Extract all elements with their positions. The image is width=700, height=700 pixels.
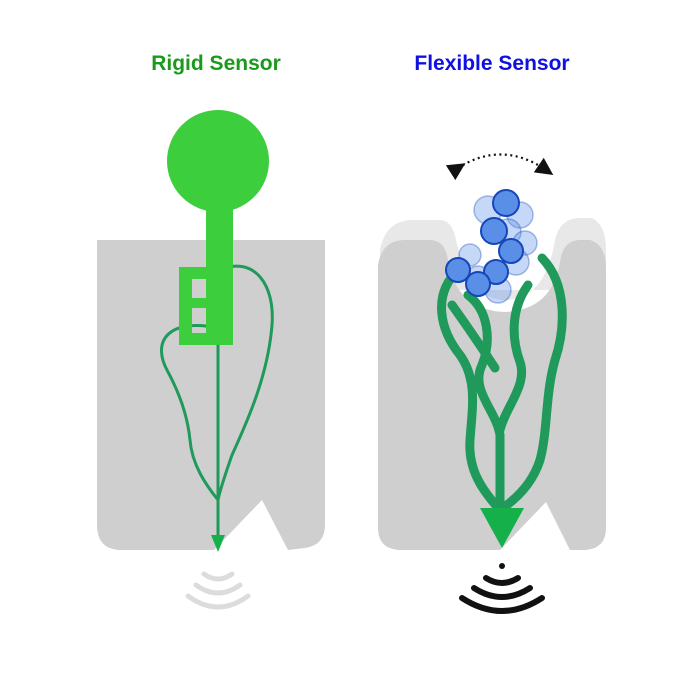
rigid-pathway-left <box>160 324 220 501</box>
rigid-sensor-title: Rigid Sensor <box>151 52 281 75</box>
flexible-pathway <box>437 253 567 517</box>
flexible-receptor-block <box>378 240 606 550</box>
double-arrow-icon <box>445 153 554 181</box>
flexible-arrow-head <box>480 508 524 548</box>
flexible-sensor-title: Flexible Sensor <box>414 52 570 75</box>
rigid-sensor-head <box>167 110 269 212</box>
ligand-bead <box>483 259 509 285</box>
rigid-pathway-right <box>216 264 274 501</box>
rigid-sensor-tooth-bottom <box>179 333 214 345</box>
flexible-panel <box>378 153 606 614</box>
rigid-sensor-tooth-mid <box>179 267 192 345</box>
rigid-receptor-block <box>97 240 325 550</box>
ligand-cluster <box>445 189 524 297</box>
rigid-sensor-key <box>167 110 269 345</box>
wifi-signal-weak-icon <box>185 571 251 610</box>
ligand-bead <box>480 217 508 245</box>
rigid-arrow-head <box>211 535 225 552</box>
wifi-signal-strong-icon <box>459 563 545 614</box>
rigid-panel <box>97 110 325 610</box>
ligand-bead <box>492 189 520 217</box>
ligand-bead <box>445 257 471 283</box>
ligand-bead <box>498 238 524 264</box>
ligand-bead <box>465 271 491 297</box>
rigid-sensor-notch <box>192 298 222 308</box>
